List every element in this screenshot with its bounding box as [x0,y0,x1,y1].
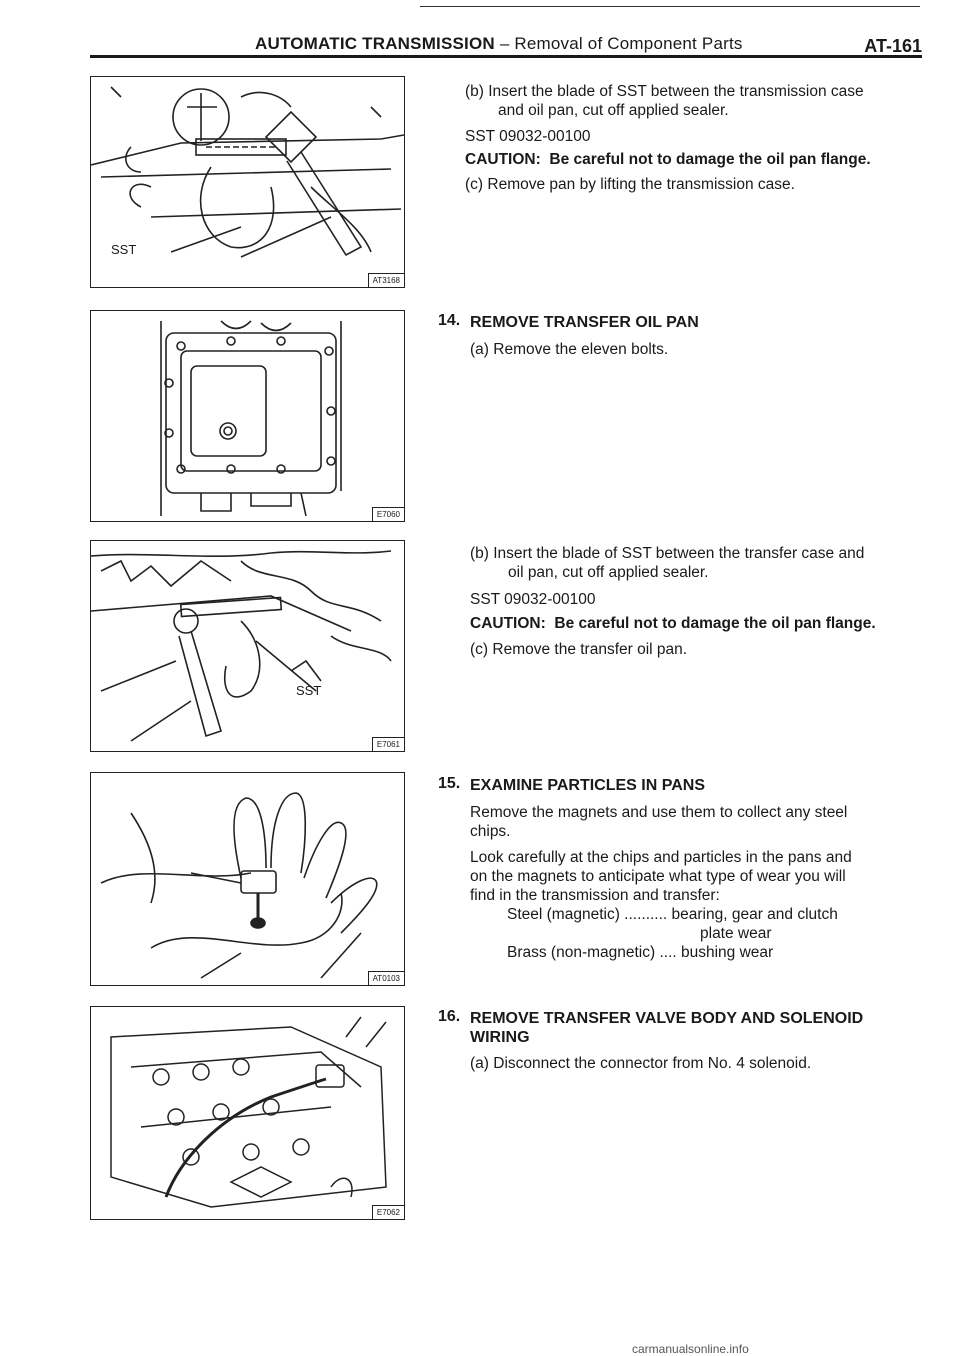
figure-e7061: SST E7061 [90,540,405,752]
figure-code: AT0103 [367,971,404,985]
title-sub: – Removal of Component Parts [494,34,743,53]
figure-at0103: AT0103 [90,772,405,986]
hammer-sst-oil-pan-illustration [91,86,404,258]
hand-magnet-illustration [100,792,378,979]
step15-list-steel-cont: plate wear [700,925,772,942]
figure-label-sst: SST [296,683,322,698]
step14-a: (a) Remove the eleven bolts. [470,341,669,358]
page-header: AUTOMATIC TRANSMISSION – Removal of Comp… [90,30,922,56]
step15-p1: Remove the magnets and use them to colle… [470,804,848,821]
step14-c: (c) Remove the transfer oil pan. [470,641,688,658]
step13-sst: SST 09032-00100 [465,128,591,145]
step13-b: (b) Insert the blade of SST between the … [465,83,864,100]
step15-heading: EXAMINE PARTICLES IN PANS [470,777,705,794]
step15-p2-cont: on the magnets to anticipate what type o… [470,868,846,885]
caution-label: CAUTION: [470,615,546,632]
figure-e7060: E7060 [90,310,405,522]
title-main: AUTOMATIC TRANSMISSION [255,34,495,53]
page-number: AT-161 [864,36,922,56]
transfer-pan-sst-illustration [91,550,392,742]
page-title: AUTOMATIC TRANSMISSION – Removal of Comp… [255,34,743,54]
step13-caution: CAUTION: Be careful not to damage the oi… [465,150,871,169]
step14-heading: REMOVE TRANSFER OIL PAN [470,314,699,331]
step15-p2: Look carefully at the chips and particle… [470,849,852,866]
transfer-oil-pan-bolts-illustration [160,320,342,517]
step13-c: (c) Remove pan by lifting the transmissi… [465,176,795,193]
figure-label-sst: SST [111,242,137,257]
step16-number: 16. [438,1008,461,1025]
figure-at3168: SST AT3168 [90,76,405,288]
caution-text: Be careful not to damage the oil pan fla… [554,615,876,632]
watermark-footer: carmanualsonline.info [632,1342,749,1356]
step15-list-steel: Steel (magnetic) .......... bearing, gea… [507,906,838,923]
step14-sst: SST 09032-00100 [470,591,596,608]
figure-code: E7060 [371,507,404,521]
step15-p1-cont: chips. [470,823,511,840]
step16-a: (a) Disconnect the connector from No. 4 … [470,1055,812,1072]
caution-text: Be careful not to damage the oil pan fla… [549,151,871,168]
step14-number: 14. [438,312,461,329]
valve-body-wiring-illustration [110,1016,387,1208]
step15-number: 15. [438,775,461,792]
figure-code: E7062 [371,1205,404,1219]
step14-b: (b) Insert the blade of SST between the … [470,545,865,562]
step13-b-cont: and oil pan, cut off applied sealer. [498,102,729,119]
top-border-line [420,6,920,7]
figure-e7062: E7062 [90,1006,405,1220]
step15-list-brass: Brass (non-magnetic) .... bushing wear [507,944,774,961]
step15-p2-cont2: find in the transmission and transfer: [470,887,720,904]
caution-label: CAUTION: [465,151,541,168]
header-rule [90,55,922,58]
step16-heading: REMOVE TRANSFER VALVE BODY AND SOLENOID [470,1010,864,1027]
figure-code: E7061 [371,737,404,751]
step14-b-cont: oil pan, cut off applied sealer. [508,564,709,581]
step16-heading-cont: WIRING [470,1029,530,1046]
figure-code: AT3168 [367,273,404,287]
step14-caution: CAUTION: Be careful not to damage the oi… [470,614,876,633]
